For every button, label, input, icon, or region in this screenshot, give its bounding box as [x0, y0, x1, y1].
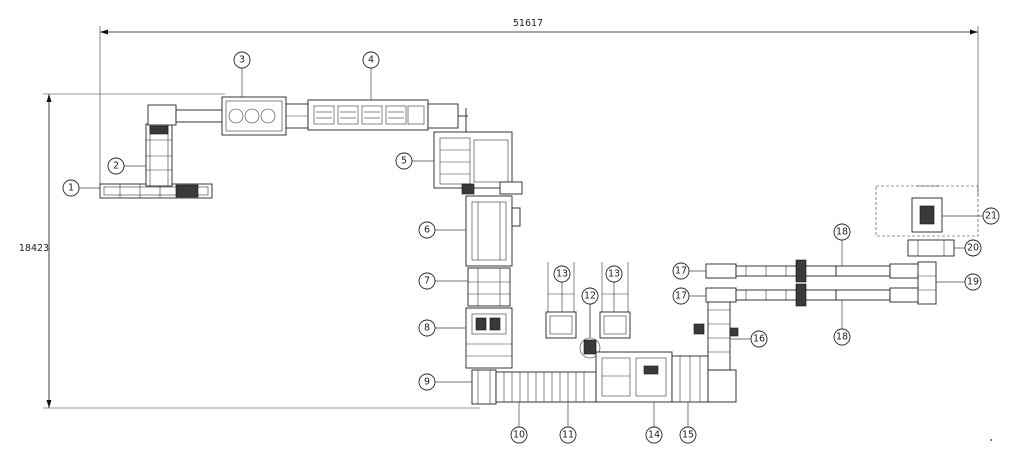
- svg-text:8: 8: [424, 323, 430, 334]
- callout-14: 14: [645, 402, 663, 444]
- svg-text:20: 20: [967, 243, 979, 254]
- callout-9: 9: [418, 373, 472, 391]
- svg-text:13: 13: [608, 269, 620, 280]
- svg-text:11: 11: [562, 430, 574, 441]
- callout-1: 1: [62, 179, 100, 197]
- svg-text:6: 6: [424, 225, 430, 236]
- svg-text:18: 18: [836, 332, 848, 343]
- callout-15: 15: [679, 402, 697, 444]
- station-10-11-conveyor: [495, 371, 597, 403]
- station-17-18-upper-line: [705, 259, 935, 283]
- station-7-conveyor: [467, 267, 511, 307]
- svg-text:18: 18: [836, 227, 848, 238]
- callout-13-left: 13: [553, 265, 571, 312]
- height-dimension-label: 18423: [19, 243, 49, 254]
- callout-20: 20: [954, 239, 982, 257]
- station-13-cell-right: [599, 262, 631, 339]
- height-dimension: 18423: [19, 93, 480, 409]
- width-dimension-label: 51617: [513, 18, 543, 29]
- station-5-transfer: [433, 108, 523, 195]
- station-9-conveyor: [471, 369, 497, 405]
- svg-text:12: 12: [584, 291, 596, 302]
- station-16-conveyor: [693, 295, 739, 371]
- svg-text:1: 1: [68, 183, 74, 194]
- station-20-frame: [907, 239, 955, 257]
- callout-7: 7: [418, 272, 468, 290]
- callout-18-lower: 18: [833, 300, 851, 346]
- svg-text:16: 16: [753, 334, 765, 345]
- callout-12: 12: [581, 287, 599, 338]
- callout-19: 19: [936, 273, 982, 291]
- station-17-18-lower-line: [705, 283, 935, 307]
- callout-17-upper: 17: [672, 262, 706, 280]
- svg-text:17: 17: [675, 291, 687, 302]
- callout-5: 5: [395, 152, 434, 170]
- station-6-oven: [465, 195, 521, 267]
- svg-text:7: 7: [424, 276, 430, 287]
- svg-text:3: 3: [239, 55, 245, 66]
- station-21-robot-cell: [875, 185, 979, 237]
- corner-mark: [990, 439, 992, 441]
- callout-11: 11: [559, 402, 577, 444]
- callout-17-lower: 17: [672, 287, 706, 305]
- callout-4: 4: [362, 51, 380, 100]
- station-4-press-line: [307, 99, 468, 131]
- station-14-machine: [595, 351, 673, 403]
- svg-text:2: 2: [113, 161, 119, 172]
- svg-text:17: 17: [675, 266, 687, 277]
- station-8-conveyor: [465, 307, 513, 369]
- svg-text:15: 15: [682, 430, 694, 441]
- callout-18-upper: 18: [833, 223, 851, 266]
- station-19-end-unit: [917, 261, 937, 305]
- callout-8: 8: [418, 319, 466, 337]
- station-1-loading-table: [99, 183, 213, 199]
- callout-6: 6: [418, 221, 466, 239]
- svg-text:19: 19: [967, 277, 979, 288]
- station-2-conveyor: [145, 104, 177, 187]
- svg-text:5: 5: [401, 156, 407, 167]
- callout-21: 21: [942, 207, 1000, 225]
- station-15-machine: [671, 355, 737, 403]
- station-3-press: [175, 96, 309, 136]
- svg-text:13: 13: [556, 269, 568, 280]
- svg-text:4: 4: [368, 55, 374, 66]
- callout-16: 16: [730, 330, 768, 348]
- svg-text:10: 10: [513, 430, 525, 441]
- callout-3: 3: [233, 51, 251, 97]
- callout-13-right: 13: [605, 265, 623, 312]
- svg-text:9: 9: [424, 377, 430, 388]
- callout-10: 10: [510, 402, 528, 444]
- station-13-cell-left: [545, 262, 577, 339]
- width-dimension: 51617: [99, 18, 979, 195]
- svg-text:21: 21: [985, 211, 997, 222]
- svg-text:14: 14: [648, 430, 660, 441]
- callout-2: 2: [107, 157, 146, 175]
